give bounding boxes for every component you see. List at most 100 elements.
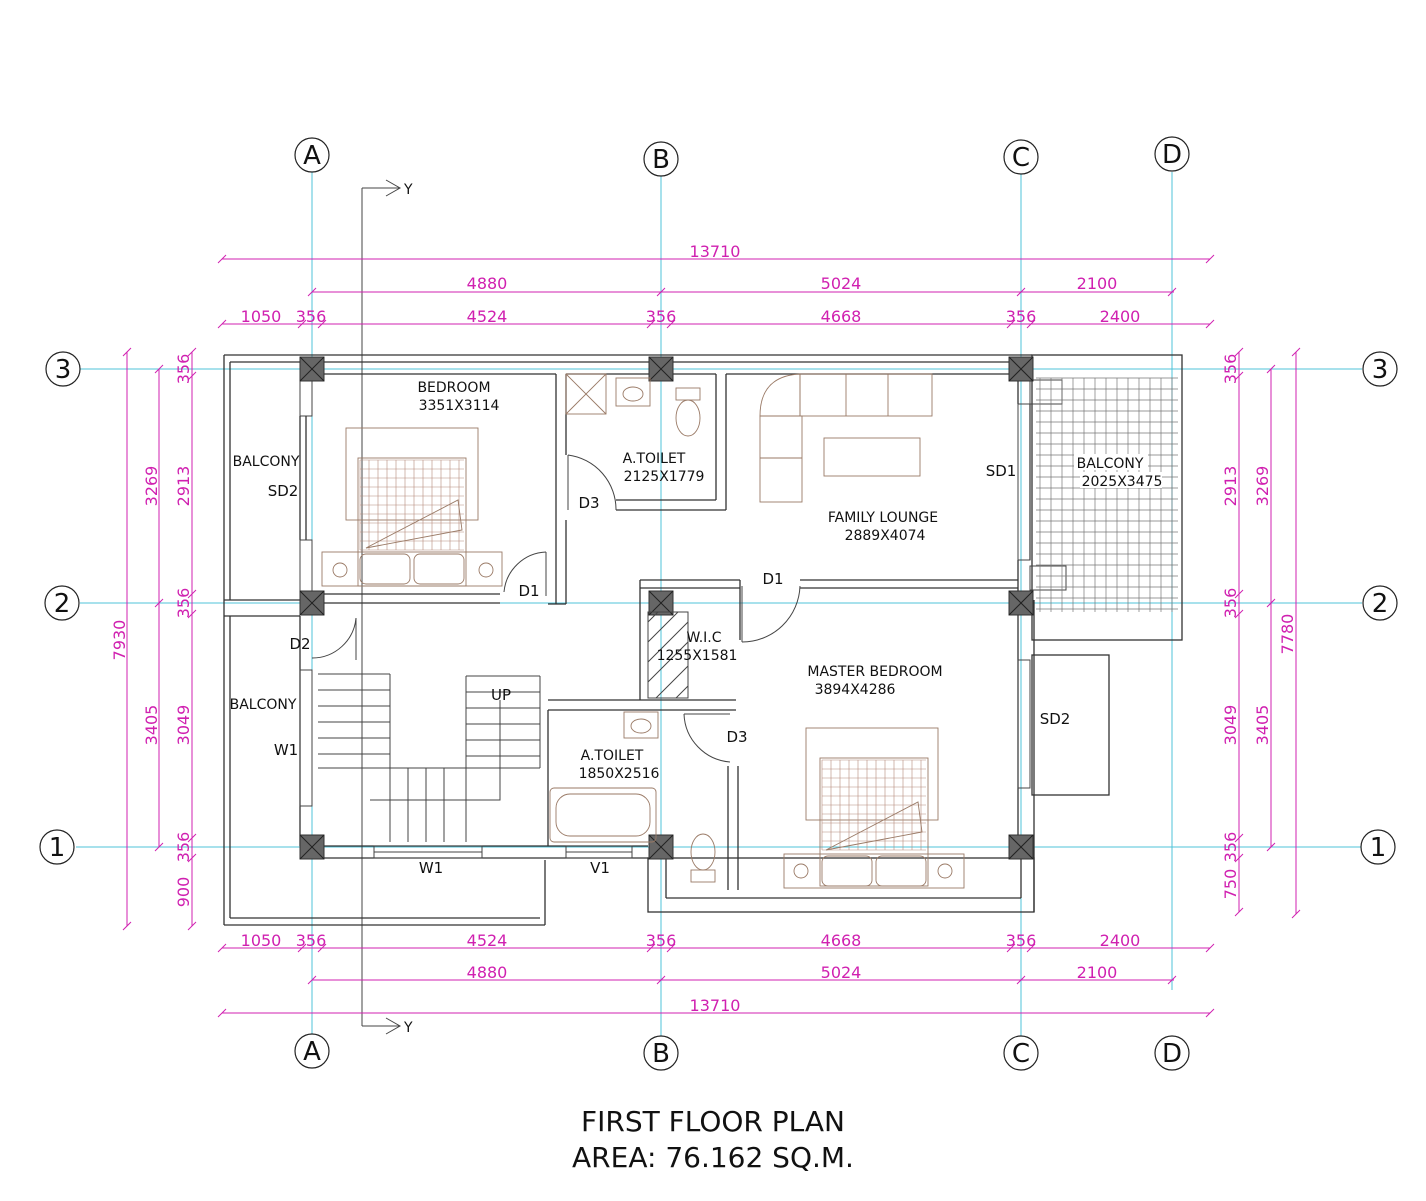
svg-text:BALCONY: BALCONY: [230, 697, 297, 713]
master-bed: [783, 727, 965, 889]
svg-text:D3: D3: [578, 494, 599, 512]
grid-bubble-3-left: 3: [45, 351, 81, 387]
svg-text:4524: 4524: [467, 931, 508, 950]
svg-text:1850X2516: 1850X2516: [579, 766, 660, 782]
grid-bubble-c-top: C: [1003, 139, 1039, 175]
svg-text:3351X3114: 3351X3114: [419, 398, 500, 414]
grid-bubble-a-top: A: [294, 137, 330, 173]
wic-shelf: [647, 611, 689, 699]
svg-text:D1: D1: [518, 582, 539, 600]
svg-text:356: 356: [1006, 307, 1037, 326]
svg-text:Y: Y: [403, 1020, 413, 1036]
svg-text:V1: V1: [590, 859, 610, 877]
dimensions-left: 7930 3269 3405 356 2913 356 3049 356 900: [110, 347, 197, 931]
svg-text:SD2: SD2: [1040, 710, 1071, 728]
svg-text:A: A: [303, 1037, 321, 1067]
room-label-toilet-top: A.TOILET 2125X1779: [623, 451, 705, 485]
room-label-bedroom: BEDROOM 3351X3114: [417, 380, 499, 414]
svg-text:D: D: [1162, 140, 1182, 170]
toilet-fixtures-top: [565, 373, 701, 437]
grid-bubble-1-right: 1: [1360, 829, 1396, 865]
svg-text:356: 356: [174, 588, 193, 619]
svg-text:D1: D1: [762, 570, 783, 588]
room-label-family-lounge: FAMILY LOUNGE 2889X4074: [828, 510, 938, 544]
svg-text:356: 356: [296, 931, 327, 950]
svg-text:3269: 3269: [1253, 466, 1272, 507]
svg-text:2100: 2100: [1077, 963, 1118, 982]
svg-text:C: C: [1012, 143, 1030, 173]
svg-text:356: 356: [646, 931, 677, 950]
svg-text:B: B: [652, 145, 670, 175]
svg-text:356: 356: [174, 832, 193, 863]
svg-text:SD2: SD2: [268, 482, 299, 500]
svg-text:13710: 13710: [690, 242, 741, 261]
svg-text:BEDROOM: BEDROOM: [417, 380, 490, 396]
svg-text:D3: D3: [726, 728, 747, 746]
svg-text:3405: 3405: [142, 705, 161, 746]
room-label-master-bedroom: MASTER BEDROOM 3894X4286: [807, 664, 942, 698]
svg-text:3049: 3049: [1221, 705, 1240, 746]
svg-text:D: D: [1162, 1039, 1182, 1069]
grid-bubble-2-left: 2: [44, 585, 80, 621]
room-label-toilet-bottom: A.TOILET 1850X2516: [579, 748, 660, 782]
grid-bubble-d-top: D: [1154, 136, 1190, 172]
columns: [299, 356, 1034, 860]
room-label-balcony-right: BALCONY 2025X3475: [1074, 454, 1162, 490]
svg-text:356: 356: [646, 307, 677, 326]
svg-text:5024: 5024: [821, 274, 862, 293]
svg-text:D2: D2: [289, 635, 310, 653]
svg-text:356: 356: [296, 307, 327, 326]
room-label-balcony-bottom-left: BALCONY: [230, 697, 297, 713]
svg-text:BALCONY: BALCONY: [233, 454, 300, 470]
dimensions-top: 13710 4880 5024 2100 1050 356 4524 356 4…: [217, 242, 1215, 329]
grid-bubble-b-bottom: B: [643, 1035, 679, 1071]
room-label-balcony-top-left: BALCONY: [233, 454, 300, 470]
svg-text:A.TOILET: A.TOILET: [581, 748, 644, 764]
plan-area: AREA: 76.162 SQ.M.: [572, 1141, 854, 1174]
svg-text:2: 2: [1372, 589, 1389, 619]
svg-text:4524: 4524: [467, 307, 508, 326]
svg-text:2125X1779: 2125X1779: [624, 469, 705, 485]
svg-text:FAMILY LOUNGE: FAMILY LOUNGE: [828, 510, 938, 526]
svg-text:B: B: [652, 1039, 670, 1069]
svg-text:1255X1581: 1255X1581: [657, 648, 738, 664]
svg-text:3405: 3405: [1253, 705, 1272, 746]
svg-text:2913: 2913: [1221, 466, 1240, 507]
grid-axes: [76, 172, 1362, 1036]
floor-plan-drawing: A B C D A B C D 3 2 1 3: [39, 136, 1398, 1071]
svg-text:2100: 2100: [1077, 274, 1118, 293]
plan-caption: FIRST FLOOR PLAN AREA: 76.162 SQ.M.: [0, 1104, 1426, 1176]
grid-bubble-2-right: 2: [1362, 585, 1398, 621]
opening-tags: SD2 SD1 SD2 D1 D1 D2 D3 D3 W1 W1 V1 UP: [268, 462, 1071, 877]
staircase: [318, 673, 541, 842]
svg-text:MASTER BEDROOM: MASTER BEDROOM: [807, 664, 942, 680]
svg-text:3: 3: [55, 355, 72, 385]
svg-text:356: 356: [1221, 832, 1240, 863]
lounge-sofa: [759, 373, 933, 503]
svg-text:A: A: [303, 141, 321, 171]
grid-bubble-d-bottom: D: [1154, 1035, 1190, 1071]
svg-text:7930: 7930: [110, 620, 129, 661]
svg-text:900: 900: [174, 877, 193, 908]
windows: [373, 845, 633, 859]
svg-text:2400: 2400: [1100, 931, 1141, 950]
svg-text:W.I.C: W.I.C: [686, 630, 721, 646]
y-axis-marker: Y Y: [361, 179, 413, 1036]
grid-bubble-c-bottom: C: [1003, 1035, 1039, 1071]
svg-text:4668: 4668: [821, 307, 862, 326]
svg-text:4668: 4668: [821, 931, 862, 950]
room-label-wic: W.I.C 1255X1581: [657, 630, 738, 664]
svg-text:1: 1: [1370, 833, 1387, 863]
svg-text:2889X4074: 2889X4074: [845, 528, 926, 544]
svg-text:Y: Y: [403, 182, 413, 198]
svg-text:A.TOILET: A.TOILET: [623, 451, 686, 467]
grid-bubble-b-top: B: [643, 141, 679, 177]
grid-bubble-a-bottom: A: [294, 1033, 330, 1069]
svg-text:3269: 3269: [142, 466, 161, 507]
svg-text:4880: 4880: [467, 963, 508, 982]
grid-bubble-3-right: 3: [1362, 351, 1398, 387]
svg-text:356: 356: [1221, 588, 1240, 619]
svg-text:750: 750: [1221, 869, 1240, 900]
svg-text:SD1: SD1: [986, 462, 1017, 480]
svg-text:13710: 13710: [690, 996, 741, 1015]
